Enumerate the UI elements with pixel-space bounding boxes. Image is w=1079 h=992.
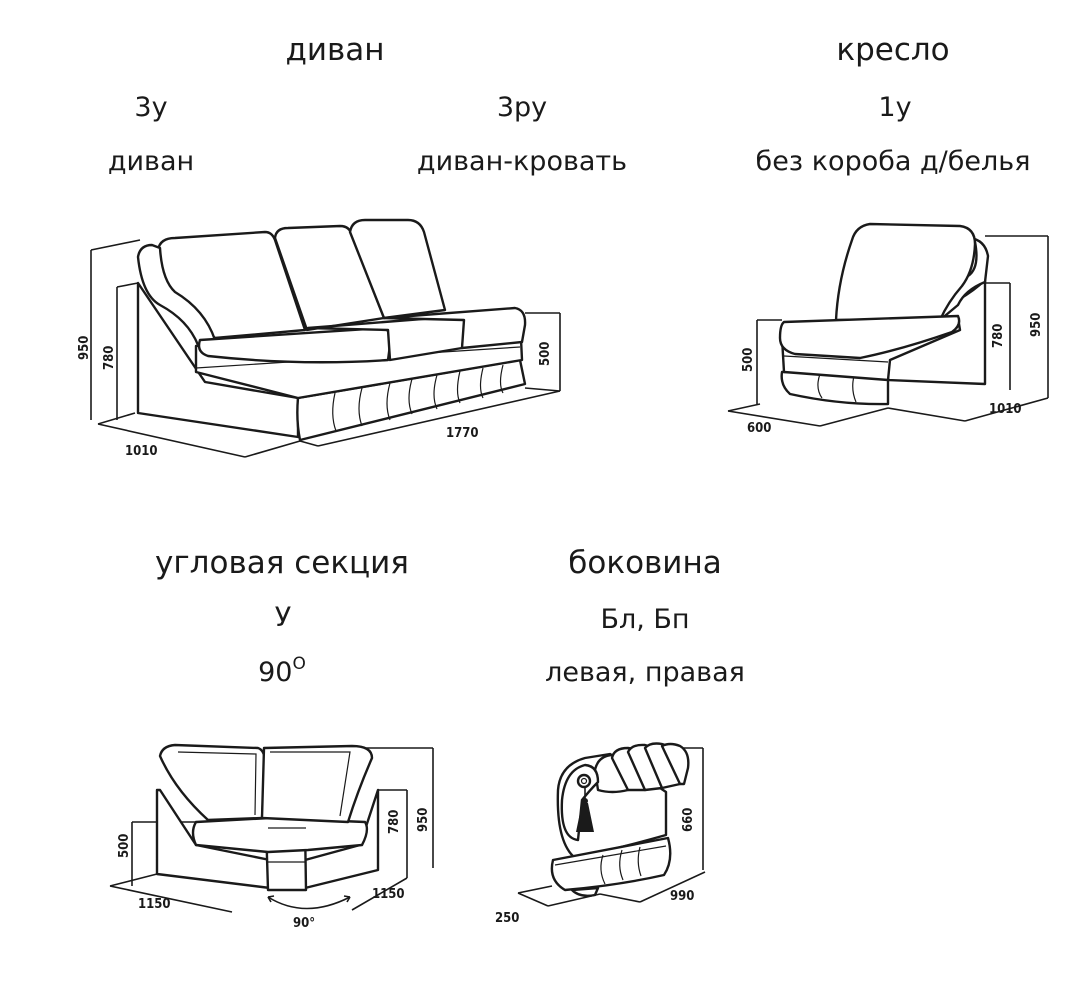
sofa-dim-height: 950 <box>77 336 92 360</box>
corner-dim-arm: 780 <box>387 810 402 834</box>
side-dim-width: 250 <box>495 911 519 926</box>
armchair-drawing: 500 780 950 600 1010 <box>727 222 1049 436</box>
side-dim-depth: 990 <box>670 889 694 904</box>
side-drawing: 660 250 990 <box>495 742 706 926</box>
sofa-dim-arm: 780 <box>102 346 117 370</box>
sofa-dim-depth: 1010 <box>125 444 158 459</box>
side-label: левая, правая <box>545 657 745 688</box>
sofa-dim-seat: 500 <box>538 342 553 366</box>
corner-drawing: 500 780 950 1150 1150 90° <box>109 743 434 931</box>
corner-dim-angle: 90° <box>293 916 315 931</box>
side-dim-height: 660 <box>681 808 696 832</box>
sofa-label-3ru: диван-кровать <box>416 146 628 177</box>
sofa-label-3u: диван <box>107 146 195 177</box>
side-header: боковина <box>568 545 722 581</box>
armchair-header: кресло <box>836 32 950 68</box>
corner-dim-seat: 500 <box>117 834 132 858</box>
armchair-dim-depth: 1010 <box>989 402 1022 417</box>
armchair-label: без короба д/белья <box>755 146 1031 177</box>
corner-angle: 90O <box>258 654 306 688</box>
side-model: Бл, Бп <box>600 604 690 635</box>
sofa-model-3u: 3у <box>134 92 168 123</box>
sofa-dim-length: 1770 <box>446 426 479 441</box>
armchair-dim-seat: 500 <box>741 348 756 372</box>
armchair-dim-height: 950 <box>1029 313 1044 337</box>
armchair-model: 1у <box>878 92 912 123</box>
sofa-model-3ru: 3ру <box>496 92 548 123</box>
sofa-header: диван <box>285 32 385 68</box>
corner-header: угловая секция <box>155 545 409 581</box>
corner-dim-height: 950 <box>416 808 431 832</box>
corner-dim-left: 1150 <box>138 897 171 912</box>
armchair-dim-arm: 780 <box>991 324 1006 348</box>
armchair-dim-width: 600 <box>747 421 771 436</box>
corner-model: У <box>274 602 292 633</box>
corner-dim-right: 1150 <box>372 887 405 902</box>
sofa-drawing: 950 780 500 1010 1770 <box>77 218 561 459</box>
